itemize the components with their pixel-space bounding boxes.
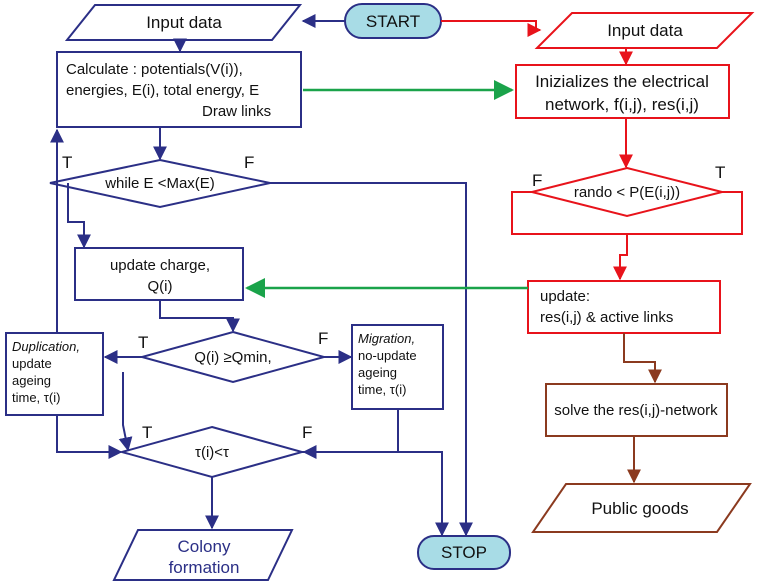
q-decision: Q(i) ≥Qmin,: [138, 330, 328, 384]
colony-line-1: Colony: [178, 537, 231, 556]
update-charge-box: update charge, Q(i): [74, 247, 244, 301]
solve-label: solve the res(i,j)-network: [554, 402, 718, 419]
duplication-line-3: ageing: [12, 373, 51, 388]
while-decision: while E <Max(E): [49, 158, 271, 209]
calc-line-1: Calculate : potentials(V(i)),: [66, 61, 243, 78]
left-input-label: Input data: [146, 13, 222, 32]
red-connectors: [441, 20, 743, 281]
migration-line-1: Migration,: [358, 331, 415, 346]
migration-box: Migration, no-update ageing time, τ(i): [351, 324, 444, 410]
public-goods-label: Public goods: [591, 499, 688, 518]
navy-connectors: [50, 14, 473, 537]
while-false-label: F: [244, 153, 254, 172]
left-input-data: Input data: [64, 4, 303, 41]
while-true-label: T: [62, 153, 72, 172]
update-res-box: update: res(i,j) & active links: [527, 280, 721, 334]
q-decision-label: Q(i) ≥Qmin,: [194, 349, 271, 366]
tau-true-label: T: [142, 423, 152, 442]
while-label: while E <Max(E): [104, 175, 215, 192]
calc-line-2: energies, E(i), total energy, E: [66, 82, 259, 99]
stop-label: STOP: [441, 543, 487, 562]
tau-decision-label: τ(i)<τ: [195, 444, 229, 461]
q-false-label: F: [318, 329, 328, 348]
stop-terminal: STOP: [417, 535, 511, 570]
solve-network-box: solve the res(i,j)-network: [545, 383, 728, 437]
duplication-line-4: time, τ(i): [12, 390, 60, 405]
init-network-box: Inizializes the electrical network, f(i,…: [515, 64, 730, 119]
start-terminal: START: [344, 3, 442, 39]
init-line-1: Inizializes the electrical: [535, 72, 709, 91]
migration-line-2: no-update: [358, 348, 417, 363]
rando-true-label: T: [715, 163, 725, 182]
right-input-label: Input data: [607, 21, 683, 40]
rando-decision: rando < P(E(i,j)): [531, 166, 723, 218]
duplication-line-1: Duplication,: [12, 339, 80, 354]
public-goods: Public goods: [531, 483, 752, 533]
start-label: START: [366, 12, 420, 31]
rando-label: rando < P(E(i,j)): [574, 184, 680, 201]
update-res-line-1: update:: [540, 288, 590, 305]
green-links: [245, 80, 528, 298]
tau-false-label: F: [302, 423, 312, 442]
colony-formation: Colony formation: [112, 529, 294, 581]
init-line-2: network, f(i,j), res(i,j): [545, 95, 699, 114]
duplication-box: Duplication, update ageing time, τ(i): [5, 332, 104, 416]
colony-line-2: formation: [169, 558, 240, 577]
update-res-line-2: res(i,j) & active links: [540, 309, 673, 326]
brown-connectors: [623, 333, 662, 484]
calc-line-3: Draw links: [202, 103, 271, 120]
update-charge-line-1: update charge,: [110, 257, 210, 274]
tau-decision: τ(i)<τ: [118, 425, 306, 479]
q-true-label: T: [138, 333, 148, 352]
calc-box: Calculate : potentials(V(i)), energies, …: [56, 51, 302, 128]
update-charge-line-2: Q(i): [148, 278, 173, 295]
duplication-line-2: update: [12, 356, 52, 371]
migration-line-3: ageing: [358, 365, 397, 380]
migration-line-4: time, τ(i): [358, 382, 406, 397]
right-input-data: Input data: [534, 12, 755, 49]
rando-false-label: F: [532, 171, 542, 190]
